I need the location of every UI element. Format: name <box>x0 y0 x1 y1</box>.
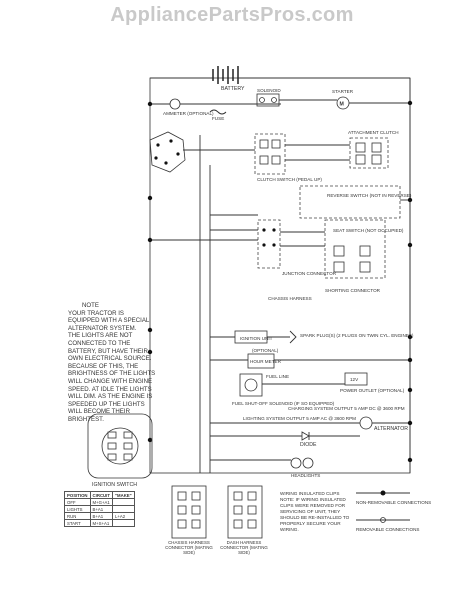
table-cell: RUN <box>64 512 91 520</box>
table-header-cell: POSITION <box>64 491 91 499</box>
note-title: NOTE <box>82 302 99 309</box>
starter-label: STARTER <box>332 89 354 94</box>
note-line: THE LIGHTS ARE NOT <box>68 332 133 340</box>
power-outlet-label: POWER OUTLET (OPTIONAL) <box>340 388 405 393</box>
solenoid-label: SOLENOID <box>257 88 281 93</box>
attachment-clutch-label: ATTACHMENT CLUTCH <box>348 130 399 135</box>
hour-meter-symbol <box>210 353 410 369</box>
dash-harness-connector-label: DASH HARNESS CONNECTOR (MATING SIDE) <box>220 540 268 556</box>
charging-output-label: CHARGING SYSTEM OUTPUT 5 AMP DC @ 3600 R… <box>288 406 405 411</box>
reverse-switch-symbol <box>299 185 401 219</box>
diode-symbol <box>210 431 360 441</box>
clutch-switch-symbol <box>254 133 286 175</box>
reverse-switch-label: REVERSE SWITCH (NOT IN REVERSE) <box>327 193 412 198</box>
note-line: WILL DIM. AS THE ENGINE IS <box>68 393 153 401</box>
note-line: WILL BECOME THEIR <box>68 408 130 416</box>
note-line: BECAUSE OF THIS, THE <box>68 362 139 370</box>
table-header-cell: "MAKE" <box>111 491 135 499</box>
svg-text:12V: 12V <box>350 377 359 382</box>
table-cell: OFF <box>64 498 91 506</box>
table-cell: B+A1 <box>89 512 113 520</box>
shorting-connector-label: SHORTING CONNECTOR <box>325 288 381 293</box>
spark-plugs-label: SPARK PLUG(S) (2 PLUGS ON TWIN CYL. ENGI… <box>300 333 414 338</box>
non-removable-label: NON-REMOVABLE CONNECTIONS <box>356 500 431 505</box>
table-cell: M+S+A1 <box>89 519 113 527</box>
wiring-clips-note: WIRING INSULATED CLIPS NOTE: IF WIRING I… <box>280 491 350 532</box>
note-line: WILL CHANGE WITH ENGINE <box>68 377 153 385</box>
note-line: BRIGHTEST. <box>68 415 104 423</box>
table-cell: M+G+A1 <box>89 498 113 506</box>
svg-text:M: M <box>340 102 344 108</box>
note-line: SPEEDED UP THE LIGHTS <box>68 400 145 408</box>
battery-label: BATTERY <box>221 86 245 92</box>
note-line: CONNECTED TO THE <box>68 339 131 347</box>
chassis-harness-label: CHASSIS HARNESS <box>268 296 312 301</box>
fuse-symbol <box>209 109 227 115</box>
headlights-symbol <box>210 457 314 469</box>
optional-label: (OPTIONAL) <box>252 348 279 353</box>
chassis-harness-connector-label: CHASSIS HARNESS CONNECTOR (MATING SIDE) <box>165 540 213 556</box>
removable-label: REMOVABLE CONNECTIONS <box>356 527 419 532</box>
fuse-label: FUSE <box>212 116 224 121</box>
headlights-label: HEADLIGHTS <box>291 473 320 478</box>
fuel-shutoff-symbol <box>239 373 280 397</box>
attachment-clutch-symbol <box>349 137 389 169</box>
diagram-frame <box>149 77 411 474</box>
seat-switch-symbol <box>324 219 386 279</box>
note-line: BRIGHTNESS OF THE LIGHTS <box>68 370 156 378</box>
diode-label: DIODE <box>300 442 317 448</box>
note-line: YOUR TRACTOR IS <box>68 309 124 317</box>
hour-meter-label: HOUR METER <box>250 359 282 364</box>
alternator-symbol <box>210 416 410 430</box>
junction-connector-label: JUNCTION CONNECTOR <box>282 271 337 276</box>
clutch-switch-label: CLUTCH SWITCH (PEDAL UP) <box>257 177 322 182</box>
table-cell <box>111 498 135 506</box>
note-line: BATTERY, BUT HAVE THEIR <box>68 347 148 355</box>
table-cell: START <box>64 519 91 527</box>
ignition-switch-label: IGNITION SWITCH <box>92 482 137 488</box>
seat-switch-label: SEAT SWITCH (NOT OCCUPIED) <box>333 228 404 233</box>
fuel-line-label: FUEL LINE <box>266 374 289 379</box>
table-cell: LIGHTS <box>64 505 91 513</box>
starter-symbol: M <box>279 96 410 110</box>
table-cell <box>111 519 135 527</box>
battery-symbol <box>150 66 410 84</box>
note-line: EQUIPPED WITH A SPECIAL <box>68 317 150 325</box>
legend-non-removable <box>356 490 410 496</box>
junction-dots <box>147 100 413 463</box>
watermark-logo: AppliancePartsPros.com <box>110 4 354 26</box>
power-outlet-symbol: 12V <box>280 372 368 386</box>
fuel-shut-off-label: FUEL SHUT-OFF SOLENOID (IF SO EQUIPPED) <box>232 401 335 406</box>
ignition-unit-label: IGNITION UNIT <box>240 336 273 341</box>
table-cell: L+A2 <box>111 512 135 520</box>
note-line: ALTERNATOR SYSTEM. <box>68 324 137 332</box>
table-header-cell: CIRCUIT <box>89 491 113 499</box>
ignition-switch-detail <box>87 413 153 479</box>
table-cell <box>111 505 135 513</box>
chassis-harness-connector-symbol <box>171 485 207 539</box>
ignition-switch-symbol <box>149 131 186 173</box>
ammeter-symbol <box>150 98 257 110</box>
junction-connector-symbol <box>257 219 281 269</box>
dash-harness-connector-symbol <box>227 485 263 539</box>
table-cell: B+A1 <box>89 505 113 513</box>
solenoid-symbol <box>255 93 281 107</box>
legend-removable <box>356 517 410 523</box>
lighting-output-label: LIGHTING SYSTEM OUTPUT 5 AMP AC @ 3600 R… <box>243 416 356 421</box>
note-line: OWN ELECTRICAL SOURCE. <box>68 355 152 363</box>
alternator-label: ALTERNATOR <box>374 426 408 432</box>
note-line: SPEED. AT IDLE THE LIGHTS <box>68 385 152 393</box>
ammeter-label: AMMETER (OPTIONAL) <box>163 111 214 116</box>
ignition-unit-symbol <box>210 330 297 344</box>
